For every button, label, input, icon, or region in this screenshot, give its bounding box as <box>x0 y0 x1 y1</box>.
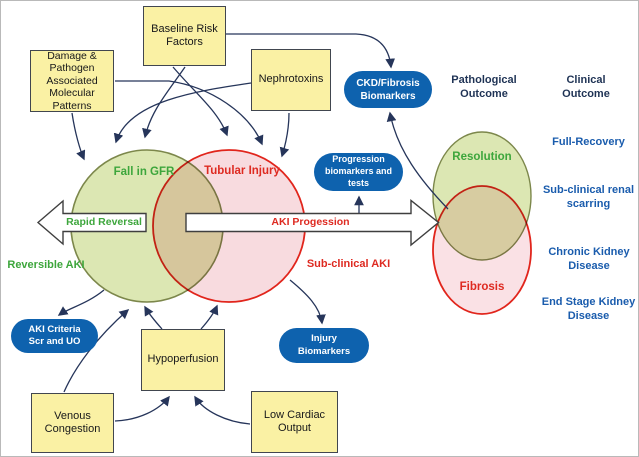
arrow-venous-to-gfr-circle <box>63 309 130 393</box>
fibrosis-label: Fibrosis <box>459 281 505 293</box>
pathological-outcome-header: Pathological Outcome <box>451 74 517 100</box>
ckd-fibrosis-biomarkers-pill: CKD/Fibrosis Biomarkers <box>344 71 432 108</box>
hypoperfusion-box: Hypoperfusion <box>141 329 225 391</box>
rapid-reversal-block-arrow <box>36 199 147 246</box>
arrow-lowcardiac-to-hypoperfusion <box>194 395 251 425</box>
arrow-damp-to-gfr-circle <box>71 112 86 161</box>
nephrotoxins-box: Nephrotoxins <box>251 49 331 111</box>
aki-criteria-pill: AKI Criteria Scr and UO <box>11 319 98 353</box>
aki-progression-label: AKI Progession <box>271 216 350 228</box>
outcome-end-stage-kidney-disease: End Stage Kidney Disease <box>541 296 636 322</box>
connector-group <box>57 33 449 425</box>
damp-box: Damage & Pathogen Associated Molecular P… <box>30 50 114 112</box>
arrow-hypoperfusion-to-gfr-circle <box>144 305 163 330</box>
venous-congestion-box: Venous Congestion <box>31 393 114 453</box>
outcome-chronic-kidney-disease: Chronic Kidney Disease <box>548 246 630 272</box>
outcome-full-recovery: Full-Recovery <box>552 136 625 148</box>
arrow-nephrotoxins-to-gfr-circle <box>113 82 252 144</box>
arrow-venous-to-hypoperfusion <box>114 395 170 422</box>
injury-biomarkers-pill: Injury Biomarkers <box>279 328 369 363</box>
arrow-right-venn-to-ckd-pill <box>386 111 449 210</box>
arrow-gfr-circle-to-criteria-pill <box>57 289 105 316</box>
low-cardiac-output-box: Low Cardiac Output <box>251 391 338 453</box>
arrow-tubular-circle-to-injury-pill <box>289 279 326 325</box>
arrow-baseline-to-ckd-pill <box>226 33 396 69</box>
fibrosis-ellipse <box>432 185 532 315</box>
right-venn-group <box>432 131 532 315</box>
arrow-nephrotoxins-to-tubular-circle <box>279 112 290 158</box>
progression-biomarkers-pill: Progression biomarkers and tests <box>314 153 403 191</box>
arrow-baseline-to-tubular-circle <box>172 66 229 137</box>
outcome-subclinical-renal-scarring: Sub-clinical renal scarring <box>542 184 635 210</box>
baseline-risk-factors-box: Baseline Risk Factors <box>143 6 226 66</box>
sub-clinical-aki-caption: Sub-clinical AKI <box>306 258 391 270</box>
arrow-damp-to-tubular-circle <box>115 80 264 146</box>
reversible-aki-caption: Reversible AKI <box>7 259 85 271</box>
rapid-reversal-label: Rapid Reversal <box>66 216 142 228</box>
clinical-outcome-header: Clinical Outcome <box>562 74 610 100</box>
aki-progression-block-arrow <box>185 199 440 247</box>
arrow-baseline-to-gfr-circle <box>142 66 186 139</box>
fall-in-gfr-label: Fall in GFR <box>113 166 175 178</box>
tubular-injury-label: Tubular Injury <box>204 165 280 177</box>
resolution-label: Resolution <box>452 151 512 163</box>
arrow-hypoperfusion-to-tubular-circle <box>200 304 219 330</box>
